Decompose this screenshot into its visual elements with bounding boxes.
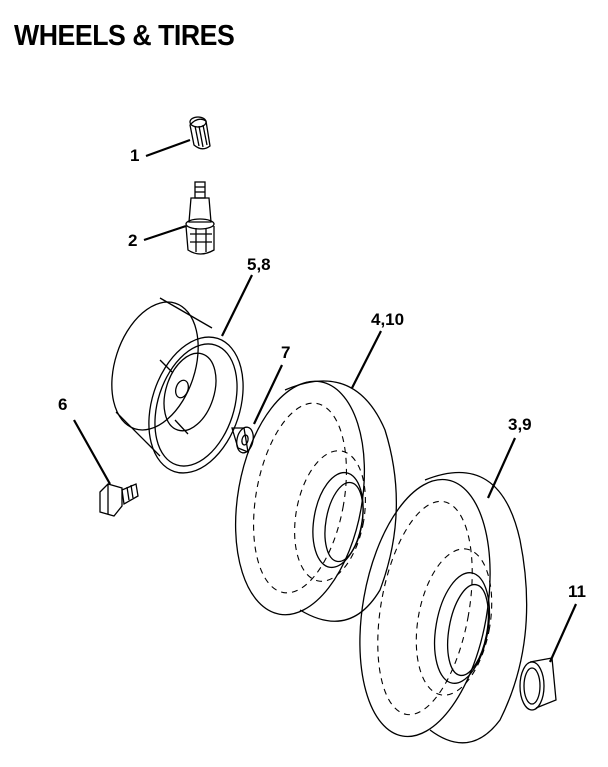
- valve-stem-part: [185, 181, 215, 255]
- callout-7: 7: [281, 343, 291, 362]
- wheel-rim-part: [111, 297, 244, 474]
- callout-5-8: 5,8: [247, 255, 271, 274]
- leader-line-11: [548, 603, 578, 663]
- leader-line-1: [145, 138, 191, 158]
- callout-4-10: 4,10: [371, 310, 405, 329]
- lug-bolt-part: [99, 483, 139, 517]
- diagram-title: WHEELS & TIRES: [14, 20, 235, 52]
- rear-tire-part: [359, 471, 528, 744]
- hub-cap-part: [519, 657, 557, 711]
- leader-line-3-9: [486, 437, 517, 499]
- callout-6: 6: [58, 395, 68, 414]
- leader-line-6: [73, 419, 111, 485]
- leader-line-4-10: [351, 330, 382, 389]
- leader-line-2: [143, 224, 187, 242]
- callout-11: 11: [568, 582, 586, 601]
- callout-1: 1: [130, 146, 140, 165]
- leader-line-7: [253, 364, 283, 425]
- bushing-part: [231, 426, 254, 454]
- valve-cap-part: [189, 116, 211, 150]
- callout-3-9: 3,9: [508, 415, 532, 434]
- callout-2: 2: [128, 231, 138, 250]
- leader-line-5-8: [221, 274, 253, 337]
- front-tire-part: [234, 380, 398, 622]
